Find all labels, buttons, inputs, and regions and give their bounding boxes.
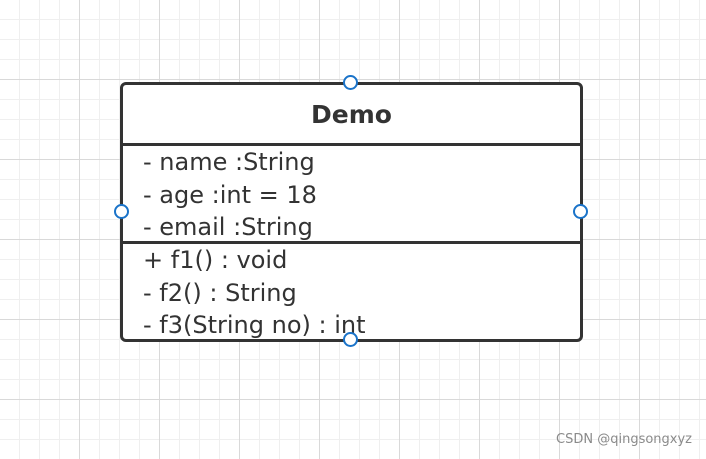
method-row: - f2() : String bbox=[143, 278, 297, 307]
methods-section: + f1() : void - f2() : String - f3(Strin… bbox=[123, 244, 580, 342]
attribute-row: - name :String bbox=[143, 148, 315, 176]
resize-handle-bottom[interactable] bbox=[343, 332, 358, 347]
attributes-section: - name :String - age :int = 18 - email :… bbox=[123, 146, 580, 244]
resize-handle-right[interactable] bbox=[573, 204, 588, 219]
class-name: Demo bbox=[123, 85, 580, 146]
attribute-row: - email :String bbox=[143, 213, 313, 241]
watermark: CSDN @qingsongxyz bbox=[556, 432, 692, 447]
resize-handle-top[interactable] bbox=[343, 75, 358, 90]
attribute-row: - age :int = 18 bbox=[143, 180, 317, 209]
uml-class-box[interactable]: Demo - name :String - age :int = 18 - em… bbox=[120, 82, 583, 342]
resize-handle-left[interactable] bbox=[114, 204, 129, 219]
method-row: + f1() : void bbox=[143, 246, 288, 274]
method-row: - f3(String no) : int bbox=[143, 311, 366, 339]
